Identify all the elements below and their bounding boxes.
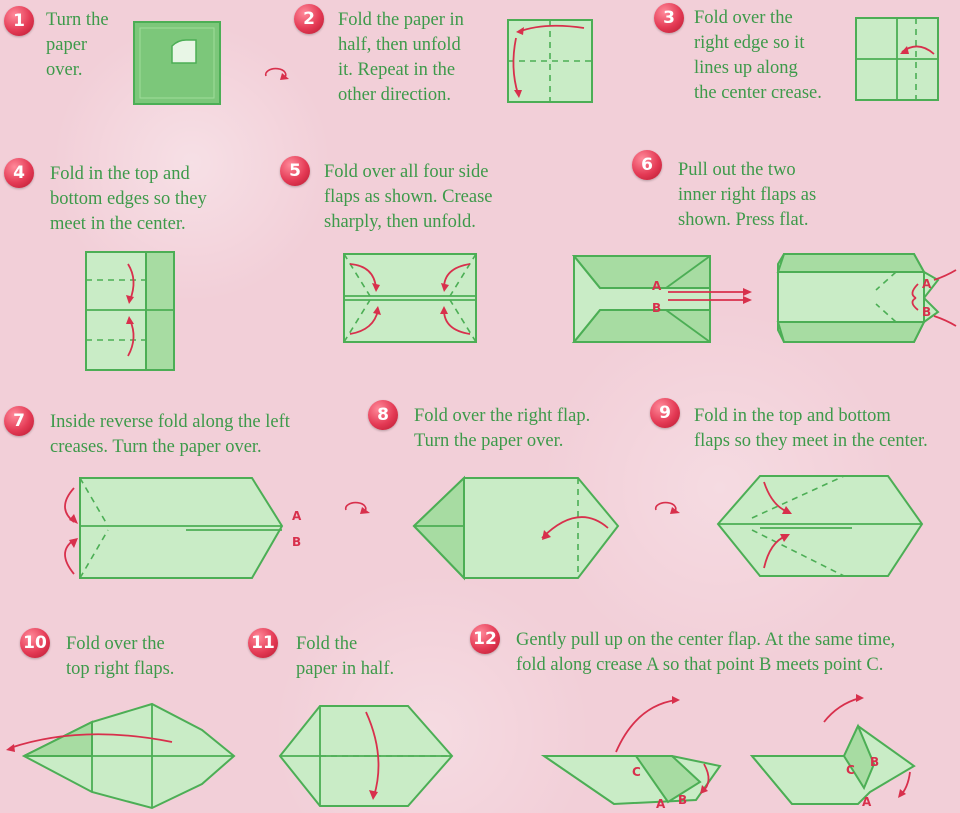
step-4-text: Fold in the top and bottom edges so they…: [50, 162, 207, 237]
point-label-a: A: [652, 279, 662, 293]
step-3-badge: 3: [654, 3, 684, 33]
step-12-diagram-b: C B A: [748, 692, 928, 812]
step-10-diagram: [2, 700, 238, 812]
point-label-a: A: [922, 277, 932, 291]
step-7-diagram: A B: [56, 474, 316, 586]
step-11-text: Fold the paper in half.: [296, 632, 394, 682]
step-10-text: Fold over the top right flaps.: [66, 632, 174, 682]
step-4-diagram: [82, 250, 182, 374]
step-12-text: Gently pull up on the center flap. At th…: [516, 628, 895, 678]
step-5-badge: 5: [280, 156, 310, 186]
step-8-diagram: [408, 474, 626, 586]
step-6-diagram-b: A B: [774, 250, 960, 348]
step-9-text: Fold in the top and bottom flaps so they…: [694, 404, 928, 454]
step-7-text: Inside reverse fold along the left creas…: [50, 410, 290, 460]
point-label-b: B: [652, 301, 661, 315]
step-3-diagram: [852, 16, 942, 104]
step-1-badge: 1: [4, 6, 34, 36]
turn-over-icon: [262, 66, 292, 86]
step-6-badge: 6: [632, 150, 662, 180]
step-10-badge: 10: [20, 628, 50, 658]
turn-over-icon: [652, 500, 686, 522]
step-4-badge: 4: [4, 158, 34, 188]
point-label-b: B: [292, 535, 301, 549]
step-5-text: Fold over all four side flaps as shown. …: [324, 160, 493, 235]
point-label-b: B: [870, 755, 879, 769]
step-2-text: Fold the paper in half, then unfold it. …: [338, 8, 464, 108]
step-5-diagram: [340, 250, 480, 346]
point-label-a: A: [656, 797, 666, 811]
point-label-a: A: [862, 795, 872, 809]
point-label-c: C: [846, 763, 855, 777]
step-11-diagram: [274, 700, 464, 812]
step-9-diagram: [712, 472, 928, 584]
step-6-diagram-a: A B: [570, 252, 760, 346]
step-2-diagram: [504, 18, 596, 106]
point-label-b: B: [678, 793, 687, 807]
step-12-diagram-a: C A B: [540, 692, 740, 812]
step-12-badge: 12: [470, 624, 500, 654]
step-11-badge: 11: [248, 628, 278, 658]
step-9-badge: 9: [650, 398, 680, 428]
step-1-text: Turn the paper over.: [46, 8, 109, 83]
point-label-a: A: [292, 509, 302, 523]
step-6-text: Pull out the two inner right flaps as sh…: [678, 158, 816, 233]
step-2-badge: 2: [294, 4, 324, 34]
point-label-b: B: [922, 305, 931, 319]
step-7-badge: 7: [4, 406, 34, 436]
turn-over-icon: [342, 500, 376, 522]
step-1-diagram: [130, 18, 230, 108]
step-8-text: Fold over the right flap. Turn the paper…: [414, 404, 590, 454]
step-3-text: Fold over the right edge so it lines up …: [694, 6, 822, 106]
step-8-badge: 8: [368, 400, 398, 430]
point-label-c: C: [632, 765, 641, 779]
